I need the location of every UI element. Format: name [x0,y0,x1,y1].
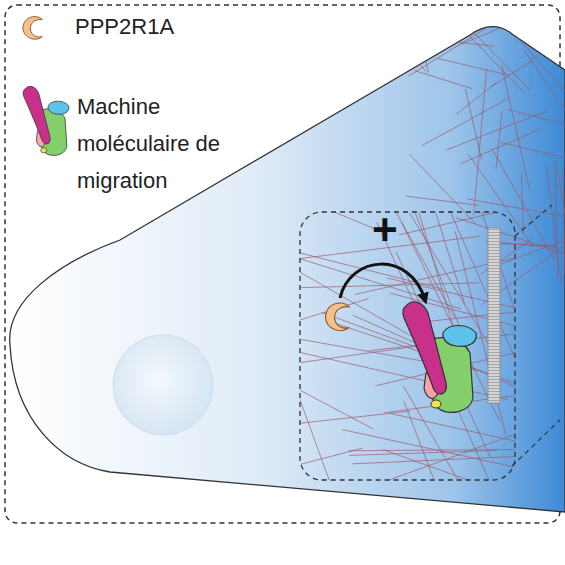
actin-filament [300,411,410,435]
actin-filament [492,148,555,260]
legend-machine-icon [23,86,69,155]
actin-filament [521,173,523,233]
actin-filament [456,218,565,265]
zoom-line [515,205,552,236]
actin-filament [563,167,565,274]
actin-filament [555,159,558,280]
actin-filament [300,344,507,399]
actin-filament [495,0,565,65]
actin-filament [456,83,496,115]
actin-mesh [300,212,515,480]
actin-network [380,0,565,305]
actin-filament [383,450,515,480]
actin-filament [406,196,479,205]
legend-entry: Machine moléculaire de migration [77,88,227,199]
actin-filament [401,222,499,421]
membrane-bar [488,228,500,403]
actin-filament [496,112,502,169]
actin-filament [342,430,515,480]
actin-filament [474,68,487,215]
actin-filament [393,33,427,73]
actin-filament [300,212,376,229]
zoom-line [512,420,560,466]
migration-machine [403,302,476,413]
ppp2r1a-icon [325,303,349,330]
legend-text: PPP2R1A [75,8,275,45]
zoom-inset [300,212,515,480]
actin-filament [438,58,509,75]
legend-entry: PPP2R1A [75,8,275,45]
actin-filament [300,370,373,429]
actin-filament [427,0,525,94]
actin-filament [460,3,561,45]
actin-filament [404,401,455,480]
actin-filament [422,98,509,146]
actin-filament [546,167,561,284]
actin-filament [468,199,565,223]
legend-ppp2r1a-icon [23,17,43,40]
actin-filament [507,109,565,142]
actin-filament [453,11,530,90]
actin-filament [349,450,497,455]
actin-filament [533,0,565,72]
actin-filament [490,7,565,98]
actin-filament [390,413,515,454]
actin-filament [408,3,526,76]
actin-filament [556,165,565,226]
actin-filament [300,299,369,338]
actin-filament [308,426,515,480]
actin-filament [300,380,366,480]
legend-text: Machine moléculaire de migration [77,88,227,199]
activation-sign: + [372,208,398,252]
actin-filament [300,256,461,309]
actin-filament [446,112,545,150]
actin-filament [523,49,565,126]
actin-filament [417,22,428,72]
actin-filament [501,142,565,171]
cell-body [10,27,565,512]
actin-filament [414,70,472,88]
activation-arrow [340,264,425,300]
nucleus [113,335,213,435]
